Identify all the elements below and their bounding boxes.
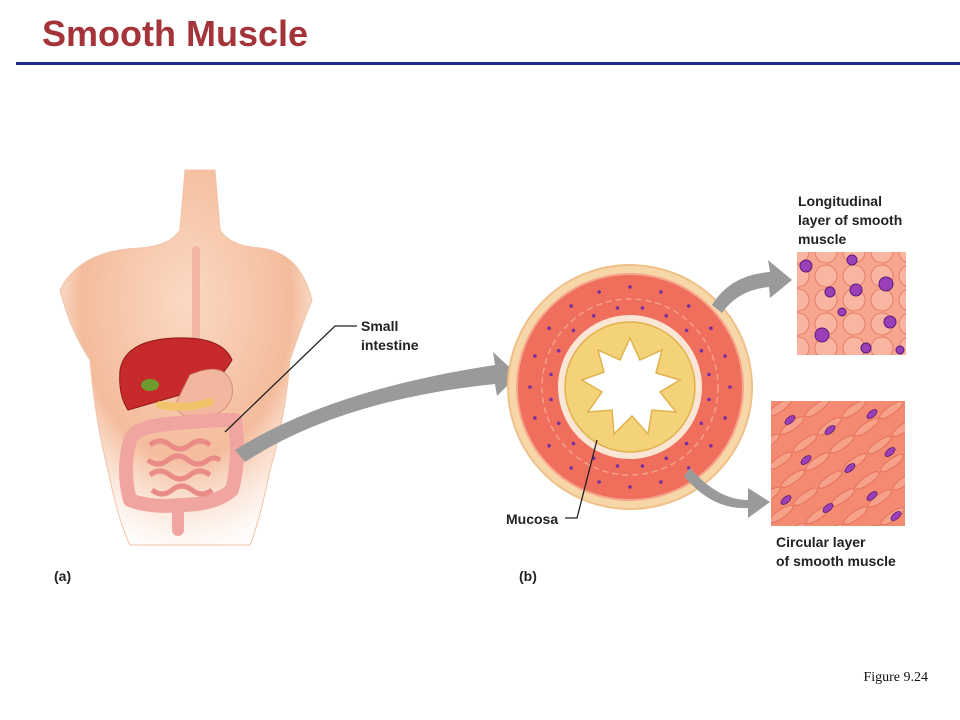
nucleus-dot <box>684 441 689 446</box>
nucleus-dot <box>569 304 573 308</box>
nucleus-dot <box>528 385 532 389</box>
torso-illustration <box>59 169 313 546</box>
circular-muscle-tissue <box>771 401 905 526</box>
nucleus-dot <box>664 456 669 461</box>
arrow-right <box>684 468 770 518</box>
nucleus-dot <box>709 444 713 448</box>
nucleus-dot <box>628 485 632 489</box>
nucleus-dot <box>728 385 732 389</box>
nucleus-dot <box>687 304 691 308</box>
nucleus-dot <box>723 354 727 358</box>
nucleus-dot <box>684 328 689 333</box>
longitudinal-muscle-tissue <box>797 252 906 355</box>
nucleus-dot <box>571 328 576 333</box>
mucosa-leader-line <box>565 439 598 519</box>
figure-caption: Figure 9.24 <box>863 670 928 685</box>
nucleus-dot <box>664 313 669 318</box>
nucleus-dot <box>556 421 561 426</box>
nucleus-dot <box>659 480 663 484</box>
nucleus-dot <box>597 290 601 294</box>
nucleus-dot <box>547 326 551 331</box>
panel-label-b: (b) <box>519 568 537 584</box>
nucleus-dot <box>640 464 645 468</box>
panel-label-a: (a) <box>54 568 72 584</box>
nucleus-dot <box>571 441 576 446</box>
nucleus-dot <box>597 480 601 484</box>
nucleus-dot <box>615 464 620 468</box>
nucleus-dot <box>659 290 663 294</box>
nucleus-dot <box>533 354 537 358</box>
small-intestine-leader-line <box>224 325 357 433</box>
label-circular-layer: Circular layer of smooth muscle <box>776 534 896 569</box>
nucleus-dot <box>707 397 711 402</box>
nucleus-dot <box>628 285 632 289</box>
arrow-right <box>712 260 792 313</box>
nucleus-dot <box>533 416 537 420</box>
arrow-right <box>235 352 518 462</box>
nucleus-dot <box>547 444 551 448</box>
title-divider <box>16 62 960 65</box>
nucleus-dot <box>709 326 713 331</box>
nucleus-dot <box>549 397 553 402</box>
label-small-intestine: Small intestine <box>361 318 419 353</box>
page-title: Smooth Muscle <box>42 13 309 54</box>
nucleus-dot <box>707 372 711 377</box>
label-longitudinal-layer: Longitudinal layer of smooth muscle <box>798 193 903 247</box>
intestine-cross-section <box>507 264 753 510</box>
nucleus-dot <box>556 348 561 353</box>
nucleus-dot <box>699 348 704 353</box>
nucleus-dot <box>640 306 645 310</box>
nucleus-dot <box>615 306 620 310</box>
nucleus-dot <box>699 421 704 426</box>
nucleus-dot <box>569 466 573 470</box>
nucleus-dot <box>723 416 727 420</box>
nucleus-dot <box>549 372 553 377</box>
nucleus-dot <box>591 313 596 318</box>
label-mucosa: Mucosa <box>506 511 559 527</box>
